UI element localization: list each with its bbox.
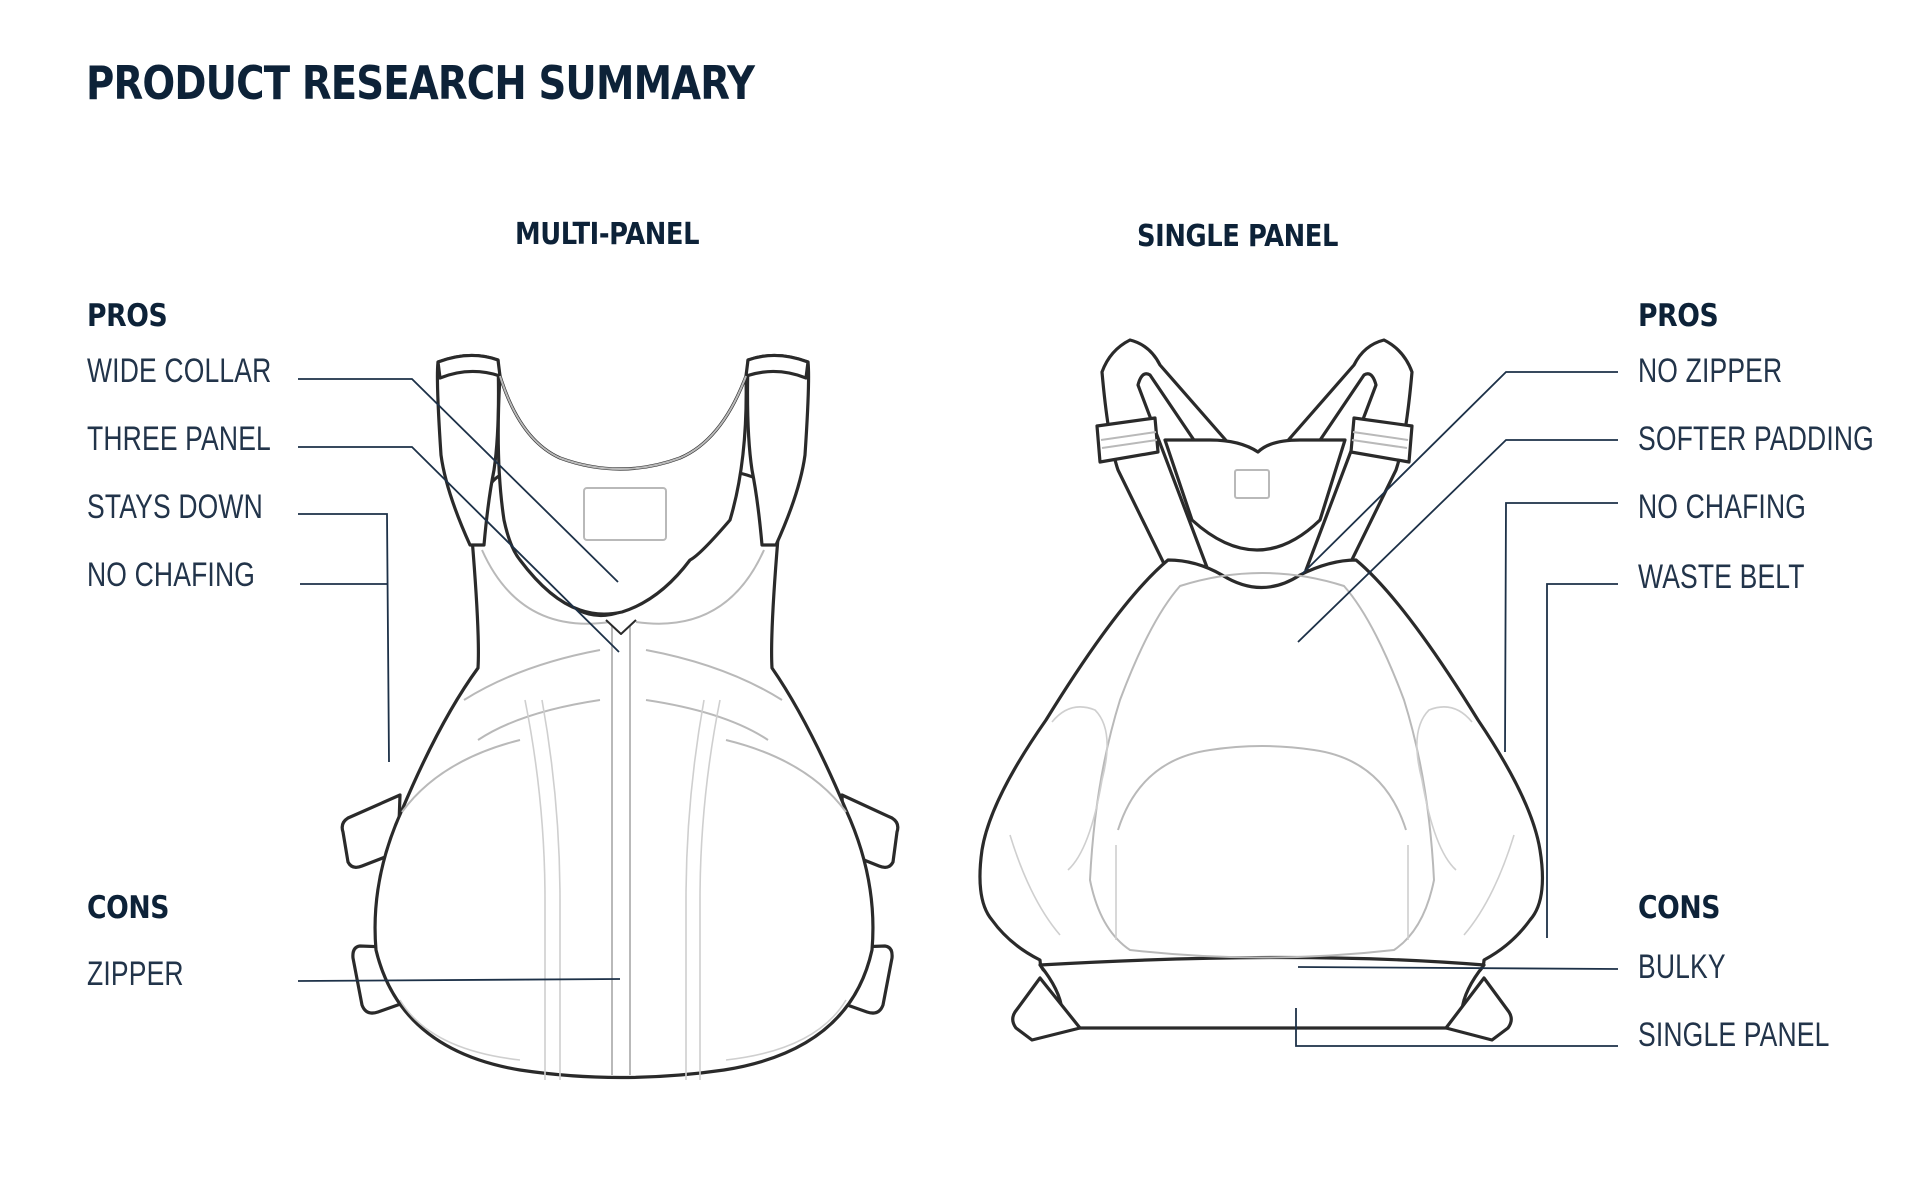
leader-waste-belt [1546,583,1618,938]
leader-lines [297,371,1619,1047]
single-panel-heading: SINGLE PANEL [1137,219,1339,254]
single-panel-cons-heading: CONS [1638,890,1721,926]
multi-panel-pro-label: WIDE COLLAR [87,352,272,390]
leader-bulky [1297,966,1619,970]
single-panel-con-label: SINGLE PANEL [1638,1016,1830,1054]
single-panel-pro-label: WASTE BELT [1638,558,1805,596]
multi-panel-pro-label: THREE PANEL [87,420,271,458]
single-panel-pro-label: NO ZIPPER [1638,352,1783,390]
leader-wide-collar [298,378,619,583]
upper-back-panel [1163,438,1347,552]
multi-panel-vest-drawing [340,353,900,1080]
multi-panel-pros-heading: PROS [87,298,168,334]
right-belt-tab [1444,976,1513,1042]
multi-panel-pro-label: STAYS DOWN [87,488,263,526]
right-buckle [1349,416,1414,464]
zipper [611,620,631,1075]
leader-no-zipper [1301,371,1618,575]
single-panel-pros-heading: PROS [1638,298,1719,334]
leader-single-panel [1295,1008,1618,1047]
multi-panel-pro-label: NO CHAFING [87,556,256,594]
leader-three-panel [298,446,620,653]
single-panel-pro-label: NO CHAFING [1638,488,1807,526]
collar-patch [583,487,667,541]
leader-stays-down [298,513,390,763]
single-panel-pro-label: SOFTER PADDING [1638,420,1874,458]
single-panel-con-label: BULKY [1638,948,1726,986]
multi-panel-con-label: ZIPPER [87,955,184,993]
front-panel-outline [1088,572,1436,959]
multi-panel-cons-heading: CONS [87,890,170,926]
page-title: PRODUCT RESEARCH SUMMARY [86,56,755,110]
multi-panel-heading: MULTI-PANEL [515,217,700,252]
single-panel-vest-body [978,558,1545,980]
leader-softer-padding [1297,439,1618,643]
left-buckle [1095,416,1160,464]
leader-no-chafing-right [1504,502,1618,753]
single-panel-vest-drawing [978,338,1545,1042]
left-belt-tab [1011,976,1082,1042]
leader-zipper [297,978,621,982]
